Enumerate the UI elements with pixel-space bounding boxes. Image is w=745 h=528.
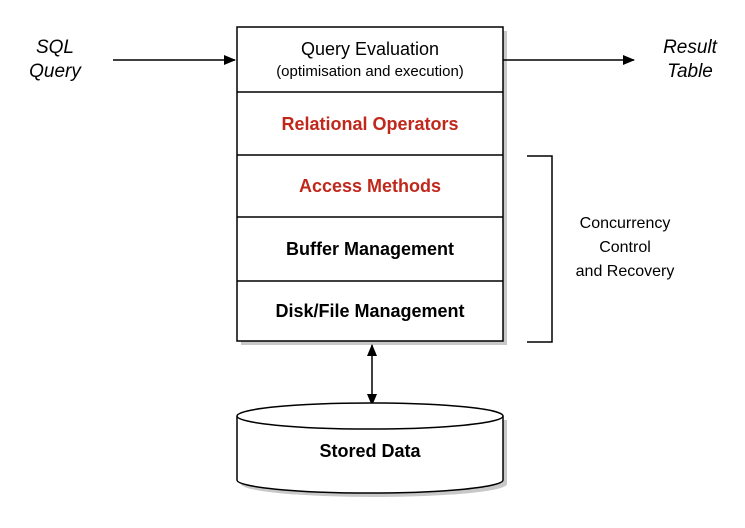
side-label-line2: Control <box>599 239 651 256</box>
layer-access-methods: Access Methods <box>298 176 442 196</box>
output-label-line1: Result <box>663 37 717 58</box>
query-evaluation-title: Query Evaluation <box>300 39 440 59</box>
layer-disk-file-management: Disk/File Management <box>275 301 465 321</box>
output-label-line2: Table <box>667 61 713 82</box>
output-label: Result Table <box>650 36 730 84</box>
input-label: SQL Query <box>20 36 90 84</box>
query-evaluation-subtitle: (optimisation and execution) <box>276 63 464 80</box>
side-label: Concurrency Control and Recovery <box>560 212 690 284</box>
side-label-line1: Concurrency <box>579 215 671 232</box>
layer-relational-operators: Relational Operators <box>281 114 459 134</box>
side-label-line3: and Recovery <box>575 263 675 280</box>
storage-cylinder <box>236 402 504 494</box>
layer-buffer-management: Buffer Management <box>285 239 455 259</box>
layer-stack <box>236 26 504 342</box>
input-label-line1: SQL <box>35 37 75 58</box>
storage-label: Stored Data <box>319 441 421 461</box>
input-label-line2: Query <box>29 61 81 82</box>
bracket <box>527 155 553 343</box>
layer-query-evaluation: Query Evaluation (optimisation and execu… <box>237 38 503 81</box>
